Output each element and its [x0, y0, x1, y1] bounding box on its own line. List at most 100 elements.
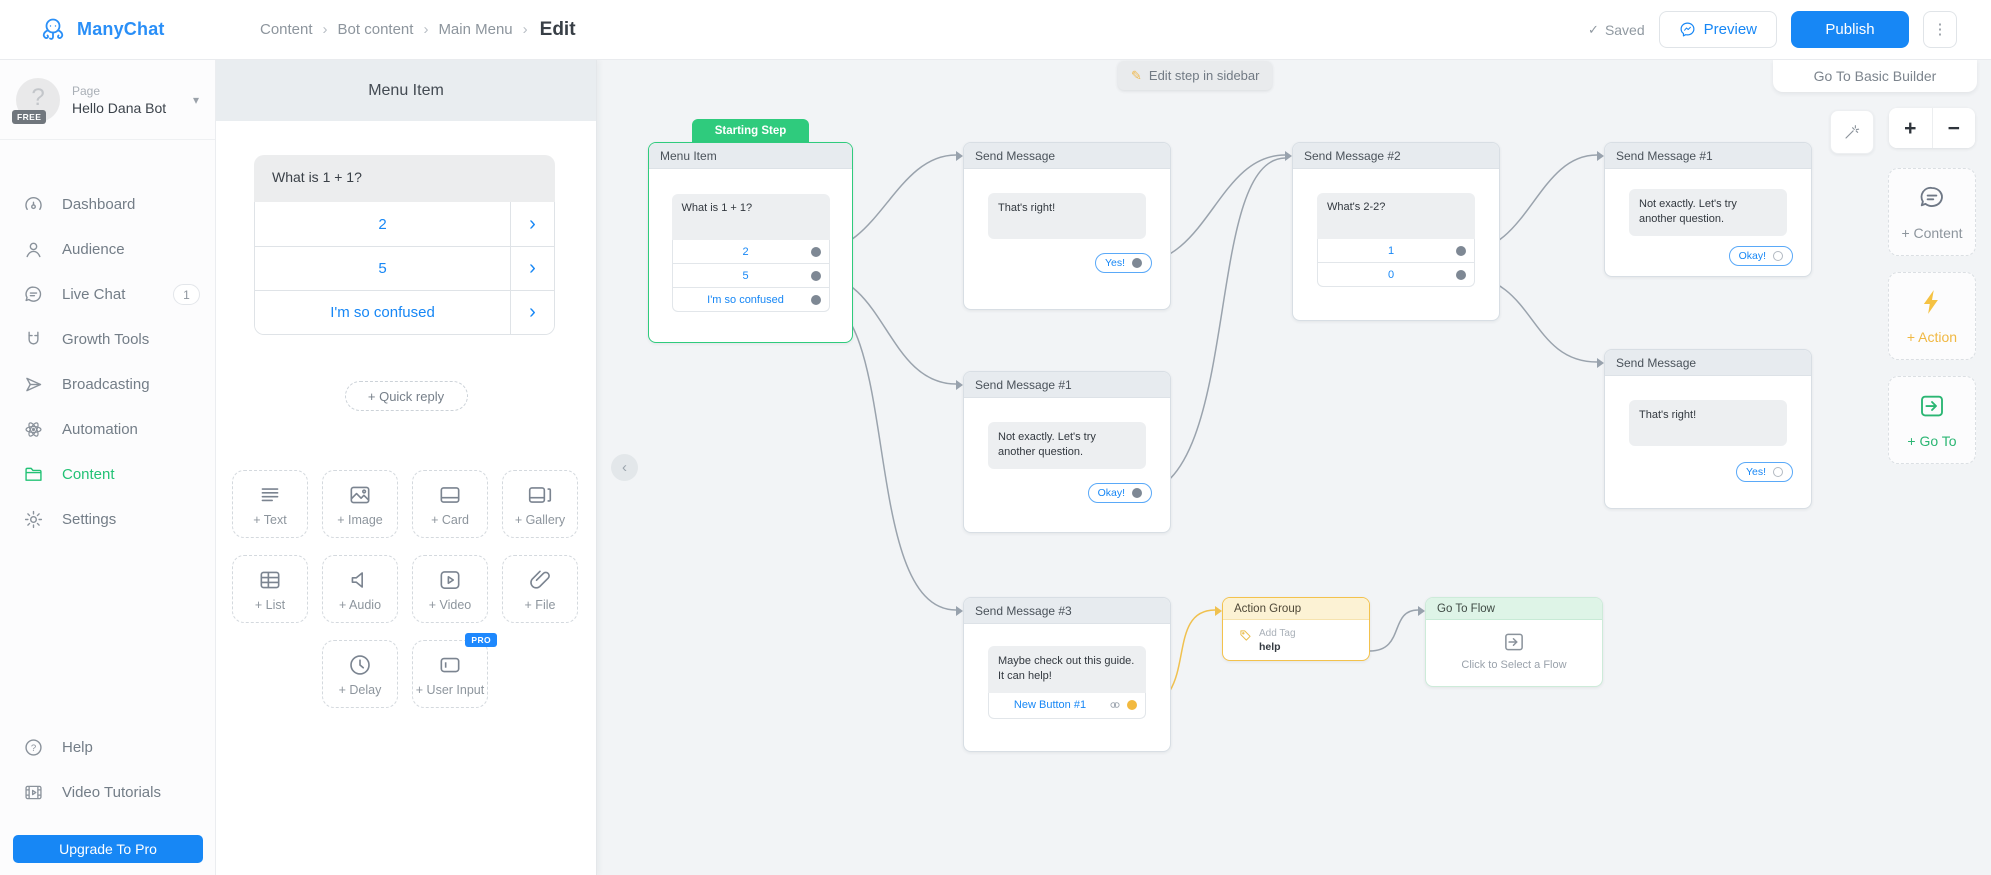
menu-option-list: 2 5 I'm so confused [254, 202, 555, 335]
connector-dot[interactable] [810, 294, 821, 305]
zoom-in-button[interactable]: + [1889, 108, 1933, 148]
flow-node-action-group[interactable]: Action Group Add Tag help [1215, 597, 1370, 661]
reply-pill[interactable]: Okay! [1087, 482, 1152, 503]
goto-icon [1917, 391, 1947, 426]
sidebar-item-live-chat[interactable]: Live Chat 1 [0, 272, 216, 317]
collapse-panel-button[interactable] [611, 454, 638, 481]
node-option-row[interactable]: 1 [1317, 239, 1475, 263]
message-bubble: Not exactly. Let's try another question. [1629, 189, 1787, 236]
connector-dot-empty[interactable] [1773, 250, 1783, 261]
add-delay-button[interactable]: + Delay [322, 640, 398, 708]
connector-dot[interactable] [1456, 269, 1466, 280]
help-icon: ? [22, 737, 44, 759]
add-file-button[interactable]: + File [502, 555, 578, 623]
flow-node-send-message-1-mid[interactable]: Send Message #1 Not exactly. Let's try a… [956, 371, 1171, 533]
add-gallery-button[interactable]: + Gallery [502, 470, 578, 538]
block-label: + List [254, 597, 286, 612]
sidebar-item-dashboard[interactable]: Dashboard [0, 182, 216, 227]
add-card-button[interactable]: + Card [412, 470, 488, 538]
node-button-row[interactable]: New Button #1 [988, 692, 1146, 719]
connector-dot[interactable] [1132, 258, 1142, 268]
action-tag-label: Add Tag [1259, 628, 1296, 639]
breadcrumb-item[interactable]: Main Menu [438, 21, 513, 38]
preview-button[interactable]: Preview [1658, 11, 1777, 48]
node-option-row[interactable]: I'm so confused [671, 288, 830, 312]
menu-option-row[interactable]: 2 [255, 202, 554, 246]
more-options-button[interactable] [1923, 11, 1957, 48]
goto-body[interactable]: Click to Select a Flow [1426, 620, 1602, 671]
sidebar-nav: Dashboard Audience Live Chat 1 Growth T [0, 182, 216, 542]
breadcrumb-separator-icon: › [322, 21, 328, 38]
flow-node-send-message-1-right[interactable]: Send Message #1 Not exactly. Let's try a… [1597, 142, 1812, 277]
node-option-row[interactable]: 5 [671, 264, 830, 288]
brand[interactable]: ManyChat [0, 15, 216, 45]
chevron-right-icon[interactable] [510, 247, 554, 290]
sidebar-item-label: Content [62, 466, 115, 483]
flow-node-send-message[interactable]: Send Message That's right! Yes! [956, 142, 1171, 310]
add-audio-button[interactable]: + Audio [322, 555, 398, 623]
node-option-row[interactable]: 2 [671, 240, 830, 264]
wand-icon [1845, 125, 1860, 139]
add-content-step-button[interactable]: + Content [1888, 168, 1976, 256]
add-video-button[interactable]: + Video [412, 555, 488, 623]
page-meta: Page Hello Dana Bot [72, 84, 166, 116]
goto-select-label: Click to Select a Flow [1461, 659, 1567, 671]
add-quick-reply-button[interactable]: + Quick reply [344, 381, 468, 411]
sidebar-item-audience[interactable]: Audience [0, 227, 216, 272]
node-option-row[interactable]: 0 [1317, 263, 1475, 287]
go-to-basic-builder-button[interactable]: Go To Basic Builder [1773, 60, 1977, 92]
breadcrumb-item[interactable]: Bot content [337, 21, 414, 38]
add-list-button[interactable]: + List [232, 555, 308, 623]
menu-question-box[interactable]: What is 1 + 1? [254, 155, 555, 202]
sidebar-item-growth-tools[interactable]: Growth Tools [0, 317, 216, 362]
connector-dot-action[interactable] [1127, 700, 1137, 711]
top-bar: ManyChat Content › Bot content › Main Me… [0, 0, 1991, 60]
add-text-button[interactable]: + Text [232, 470, 308, 538]
chevron-right-icon[interactable] [510, 291, 554, 334]
sidebar-item-help[interactable]: ? Help [0, 725, 216, 770]
flow-canvas[interactable]: Edit step in sidebar Go To Basic Builder… [597, 60, 1991, 875]
breadcrumb-item[interactable]: Content [260, 21, 313, 38]
page-selector[interactable]: FREE Page Hello Dana Bot [0, 60, 215, 140]
chevron-down-icon [193, 93, 199, 107]
flow-node-go-to-flow[interactable]: Go To Flow Click to Select a Flow [1418, 597, 1603, 687]
node-title: Send Message [1597, 350, 1811, 376]
panel-title: Menu Item [216, 60, 596, 121]
add-action-step-button[interactable]: + Action [1888, 272, 1976, 360]
sidebar-item-label: Audience [62, 241, 125, 258]
add-goto-step-button[interactable]: + Go To [1888, 376, 1976, 464]
user-input-icon [437, 652, 463, 678]
flow-node-send-message-2[interactable]: Send Message #2 What's 2-2? 1 0 [1285, 142, 1500, 321]
reply-pill[interactable]: Okay! [1728, 245, 1793, 266]
menu-option-row[interactable]: 5 [255, 246, 554, 290]
sidebar-item-settings[interactable]: Settings [0, 497, 216, 542]
text-icon [257, 482, 283, 508]
upgrade-to-pro-button[interactable]: Upgrade To Pro [13, 835, 203, 863]
top-bar-actions: Saved Preview Publish [1588, 11, 1991, 48]
chevron-right-icon[interactable] [510, 202, 554, 246]
connector-dot[interactable] [1132, 487, 1142, 498]
connector-dot[interactable] [1456, 245, 1466, 256]
flow-node-send-message-right[interactable]: Send Message That's right! Yes! [1597, 349, 1812, 509]
sidebar-item-automation[interactable]: Automation [0, 407, 216, 452]
reply-pill[interactable]: Yes! [1735, 462, 1793, 482]
auto-arrange-button[interactable] [1830, 110, 1874, 154]
flow-node-menu-item[interactable]: Menu Item What is 1 + 1? 2 5 I'm so conf… [648, 142, 853, 343]
sidebar-item-content[interactable]: Content [0, 452, 216, 497]
connector-dot-empty[interactable] [1773, 467, 1783, 477]
connector-dot[interactable] [810, 246, 821, 257]
menu-option-row[interactable]: I'm so confused [255, 290, 554, 334]
add-user-input-button[interactable]: PRO + User Input [412, 633, 497, 708]
sidebar-item-video-tutorials[interactable]: Video Tutorials [0, 770, 216, 815]
connector-dot[interactable] [810, 270, 821, 281]
add-image-button[interactable]: + Image [322, 470, 398, 538]
sidebar-item-broadcasting[interactable]: Broadcasting [0, 362, 216, 407]
zoom-out-button[interactable]: − [1932, 108, 1975, 148]
reply-pill[interactable]: Yes! [1094, 253, 1152, 273]
block-label: + Delay [338, 682, 382, 697]
publish-button[interactable]: Publish [1791, 11, 1909, 48]
flow-node-send-message-3[interactable]: Send Message #3 Maybe check out this gui… [956, 597, 1171, 752]
clock-icon [347, 652, 373, 678]
svg-text:?: ? [30, 743, 35, 754]
